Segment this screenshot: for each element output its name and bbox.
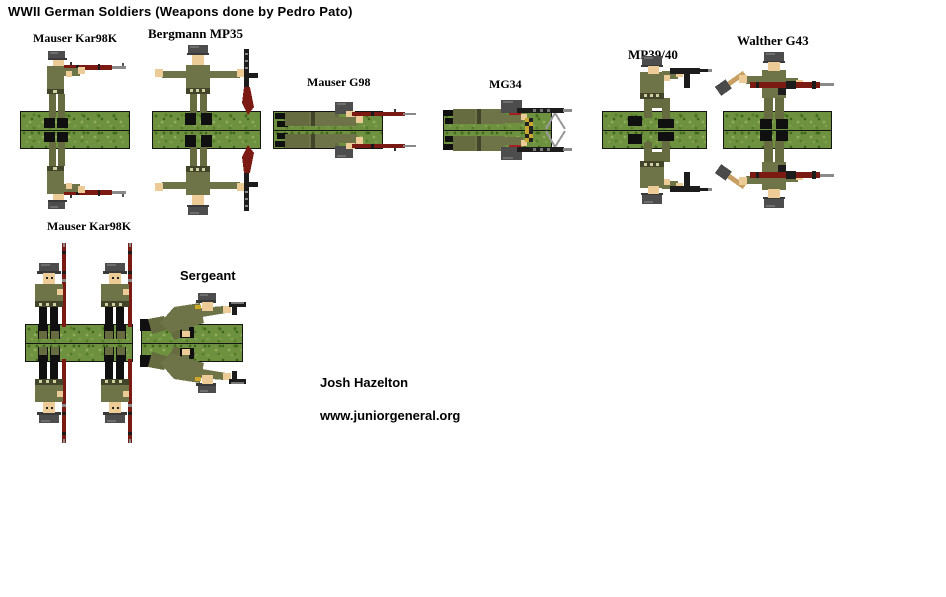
miniature-label: Bergmann MP35 — [148, 26, 243, 41]
soldier-mirrored-fold-copy — [20, 130, 130, 212]
page-title: WWII German Soldiers (Weapons done by Pe… — [8, 4, 353, 19]
miniature-label: MG34 — [489, 77, 522, 91]
soldier-prone-rifle-icon — [275, 102, 417, 130]
miniature-label: Mauser Kar98K — [33, 31, 118, 45]
soldier-rifle-grenade-icon — [712, 52, 837, 130]
miniature-label: Sergeant — [180, 268, 236, 283]
soldier-mirrored-fold-copy — [712, 130, 837, 208]
miniature-label: Mauser G98 — [307, 75, 371, 89]
miniature-label: Mauser Kar98K — [47, 219, 132, 233]
author-credit: Josh Hazelton — [320, 375, 409, 390]
soldier-standing-firing-rifle-icon — [20, 48, 130, 130]
soldier-kneeling-smg-icon — [600, 56, 715, 130]
grass-base — [602, 111, 707, 149]
miniature-label: Walther G43 — [737, 33, 809, 48]
soldier-prone-machine-gun-icon — [443, 98, 575, 130]
soldier-mirrored-fold-copy — [275, 130, 417, 158]
soldier-mirrored-fold-copy — [138, 343, 250, 393]
two-soldiers-attention-icon — [25, 243, 133, 343]
soldier-mirrored-fold-copy — [443, 130, 575, 162]
soldier-holding-smg-vertical-icon — [150, 45, 270, 130]
soldier-mirrored-fold-copy — [150, 130, 270, 215]
grass-base — [20, 111, 130, 149]
website-url: www.juniorgeneral.org — [320, 408, 461, 423]
soldier-mirrored-fold-copy — [600, 130, 715, 204]
miniature-label: MP39/40 — [628, 47, 678, 62]
soldier-crawling-pistol-icon — [138, 293, 250, 343]
soldier-mirrored-fold-copy — [25, 343, 133, 443]
